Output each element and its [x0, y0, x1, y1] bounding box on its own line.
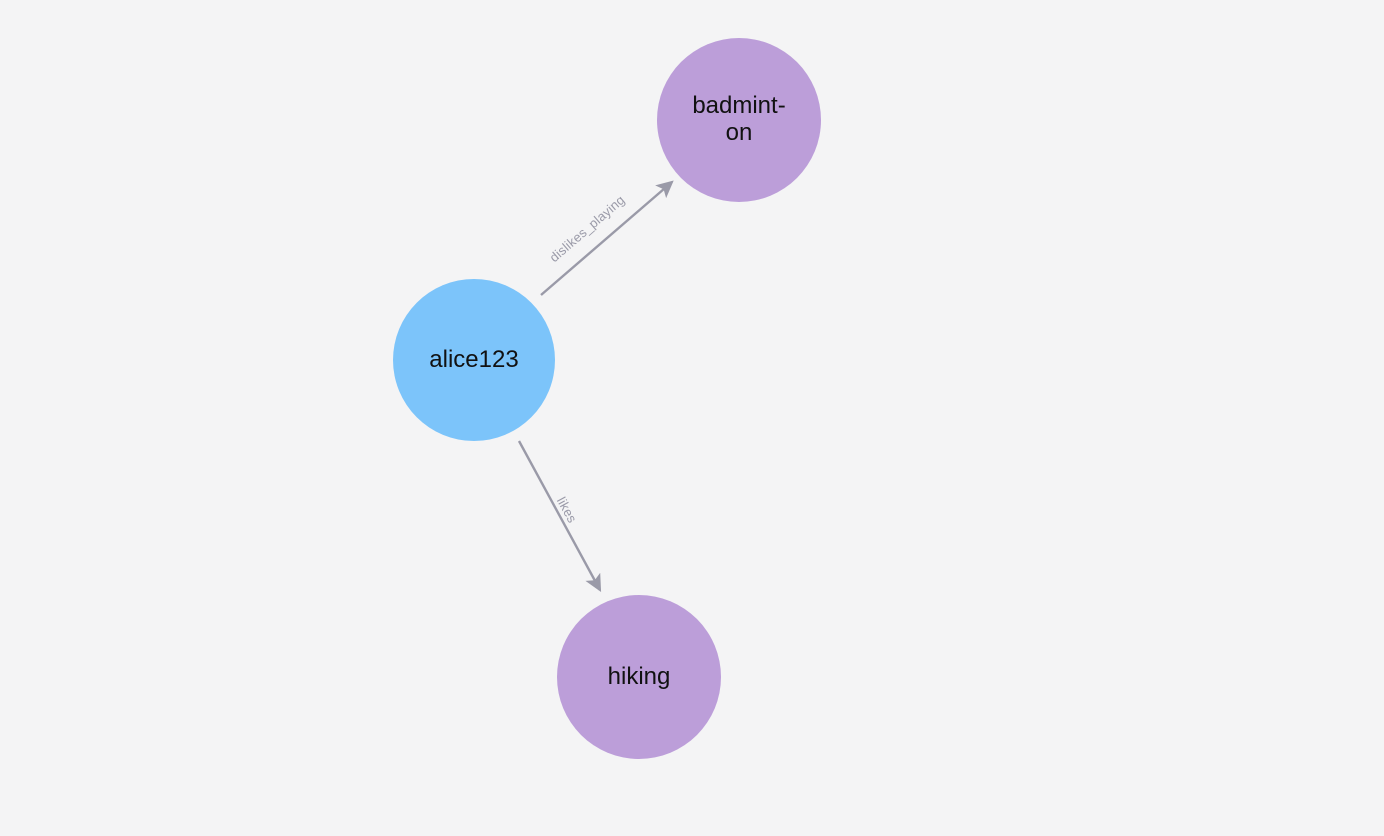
- graph-node-label-badminton: badmint- on: [692, 92, 786, 146]
- edge-dislikes-playing[interactable]: dislikes_playing: [540, 180, 674, 296]
- graph-node-hiking[interactable]: hiking: [557, 595, 721, 759]
- edge-line-likes[interactable]: [517, 440, 602, 592]
- graph-node-alice123[interactable]: alice123: [393, 279, 555, 441]
- edge-likes[interactable]: likes: [517, 440, 602, 592]
- graph-node-label-hiking: hiking: [607, 662, 671, 690]
- graph-node-label-alice123: alice123: [429, 345, 519, 373]
- edge-line-dislikes-playing[interactable]: [540, 180, 674, 296]
- graph-node-badminton[interactable]: badmint- on: [657, 38, 821, 202]
